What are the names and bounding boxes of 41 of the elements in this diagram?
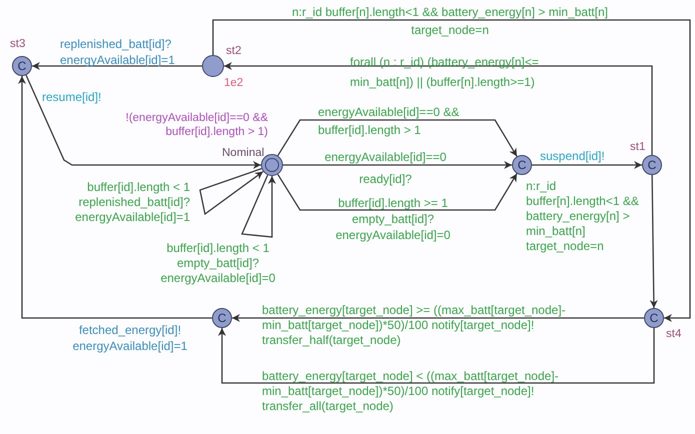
edge-label: battery_energy[target_node] >= ((max_batt[target_node]-min_batt[target_node])*50)/100 notify[target_node]! transfer_half(target_node) (262, 303, 567, 348)
edge-label: energyAvailable[id]==0 ready[id]? (324, 149, 448, 188)
transition-arrow (26, 74, 261, 169)
committed-location-circle: C (12, 56, 32, 76)
edge-label: resume[id]! (42, 90, 102, 104)
location-circle (202, 55, 224, 77)
transition-arrow (212, 19, 691, 322)
edge-label: fetched_energy[id]! energyAvailable[id]=1 (72, 322, 188, 354)
location-label: Nominal (222, 146, 264, 160)
committed-location-circle: C (212, 308, 232, 328)
location-label: st4 (666, 327, 682, 341)
location-label: st3 (10, 37, 26, 51)
committed-location-circle: C (642, 155, 662, 175)
edge-label: suspend[id]! (540, 149, 606, 163)
transition-arrow (650, 175, 658, 308)
edge-label: replenished_batt[id]? energyAvailable[id]=1 (60, 36, 176, 68)
transition-arrow (199, 168, 264, 216)
edge-label: n:r_id buffer[n].length<1 && battery_energy[n] > min_batt[n] target_node=n (291, 4, 609, 39)
transition-arrow (532, 161, 642, 169)
committed-location-circle: C (644, 308, 664, 328)
edge-label: forall (n : r_id) (battery_energy[n]<= min_batt[n]) || (buffer[n].length>=1) (350, 54, 540, 91)
transition-arrow (224, 62, 653, 155)
location-label: 1e2 (224, 76, 244, 90)
edge-label: buffer[id].length < 1 replenished_batt[id]? energyAvailable[id]=1 (74, 180, 190, 225)
transition-arrow (232, 314, 644, 322)
transition-arrow (32, 62, 202, 70)
edge-label: battery_energy[target_node] < ((max_batt[target_node]-min_batt[target_node])*50)/100 notify[target_node]! transfer_all(target_node) (262, 369, 560, 414)
edge-label: n:r_id buffer[n].length<1 && battery_energy[n] > min_batt[n] target_node=n (526, 179, 640, 254)
edge-label: buffer[id].length >= 1 empty_batt[id]? energyAvailable[id]=0 (334, 195, 452, 243)
location-label: st2 (226, 44, 242, 58)
edge-label: buffer[id].length < 1 empty_batt[id]? energyAvailable[id]=0 (160, 241, 276, 286)
transition-arrow (241, 174, 276, 238)
location-label: st1 (630, 140, 646, 154)
committed-location-circle: C (512, 155, 532, 175)
edge-label: energyAvailable[id]==0 && buffer[id].length > 1 (318, 104, 460, 139)
transition-arrow (218, 328, 655, 384)
transition-arrow (277, 173, 518, 211)
transition-arrow (277, 119, 518, 157)
transition-arrow (18, 76, 212, 319)
transition-arrow (283, 161, 512, 169)
invariant-label: !(energyAvailable[id]==0 && buffer[id].length > 1) (124, 111, 268, 139)
